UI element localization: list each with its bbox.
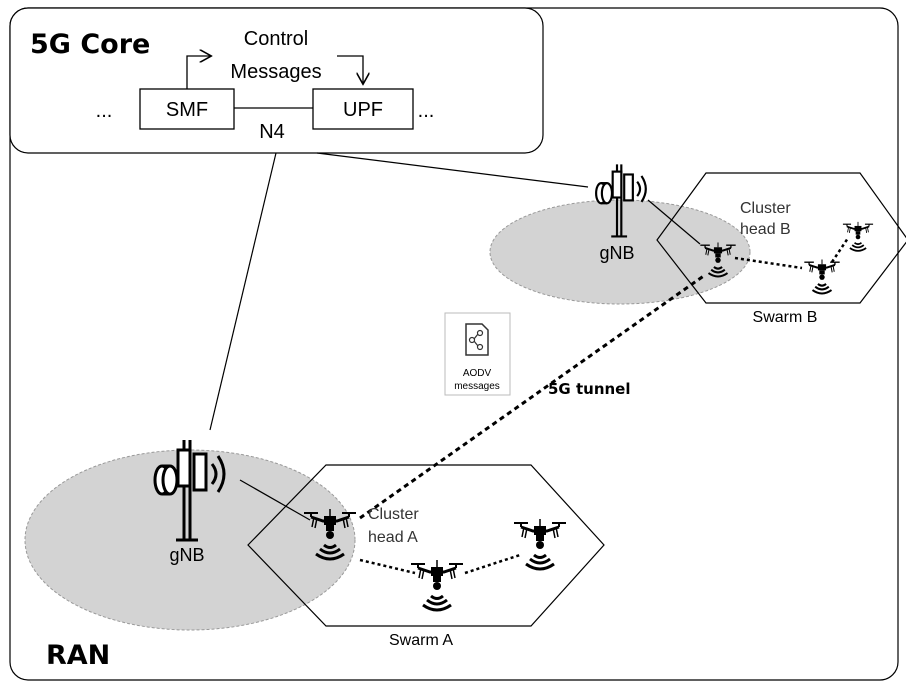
control-arrow-in [337, 55, 363, 83]
gnb-b-to-cluster-head-link [647, 199, 701, 245]
ellipsis-right: ... [418, 100, 435, 122]
tunnel-label: 5G tunnel [548, 380, 631, 398]
swarm-a-hexagon [247, 464, 605, 627]
swarm-a-link [464, 553, 521, 575]
cluster-head-a-line1: Cluster [368, 506, 419, 523]
n4-label: N4 [259, 121, 285, 143]
upf-box [312, 88, 414, 130]
core-to-gnb-a-link [209, 152, 277, 431]
gnb-b-label: gNB [599, 243, 634, 263]
core-to-gnb-b-link [316, 152, 589, 188]
coverage-area-b [489, 199, 751, 305]
5g-tunnel-link [359, 273, 706, 520]
gnb-a-label: gNB [169, 545, 204, 565]
smf-label: SMF [166, 99, 208, 121]
aodv-label-line2: messages [454, 381, 500, 392]
cluster-head-b-line1: Cluster [740, 200, 791, 217]
swarm-b-label: Swarm B [753, 309, 818, 326]
share-document-icon [465, 323, 489, 356]
smf-box [139, 88, 235, 130]
swarm-b-link [830, 237, 850, 263]
swarm-a-label: Swarm A [389, 632, 453, 649]
control-label-line1: Control [244, 28, 308, 50]
swarm-b-link [734, 256, 803, 270]
aodv-messages: AODV messages [444, 312, 511, 396]
gnb-a-to-cluster-head-link [239, 479, 311, 521]
control-label-line2: Messages [230, 61, 321, 83]
swarm-b-hexagon [656, 172, 906, 304]
aodv-label-line1: AODV [463, 368, 492, 379]
cluster-head-b-line2: head B [740, 221, 791, 238]
cluster-head-a-line2: head A [368, 529, 418, 546]
ellipsis-left: ... [96, 100, 113, 122]
upf-label: UPF [343, 99, 383, 121]
core-title: 5G Core [30, 29, 150, 60]
control-arrow-out [186, 56, 210, 89]
ran-title: RAN [46, 640, 110, 671]
